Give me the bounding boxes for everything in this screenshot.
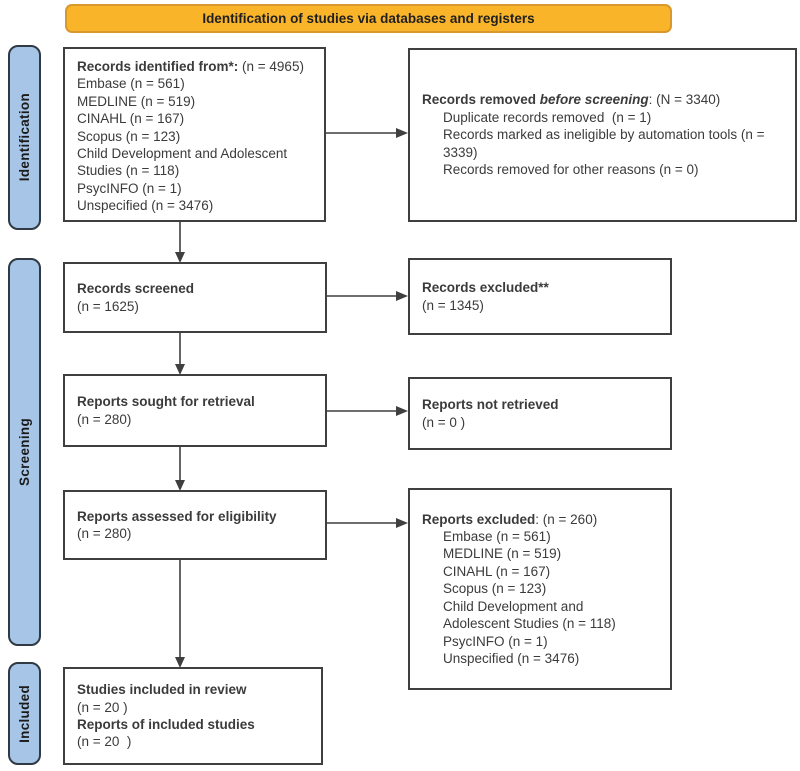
records-screened-n: (n = 1625) — [77, 298, 139, 314]
records-removed-items: Duplicate records removed (n = 1) Records… — [422, 109, 787, 179]
stage-identification: Identification — [8, 45, 41, 230]
records-removed-title-n: : (N = 3340) — [648, 92, 721, 108]
records-identified-title-n: (n = 4965) — [238, 59, 304, 74]
arrow-identified-to-screened — [175, 222, 185, 263]
reports-excluded-title-n: : (n = 260) — [535, 511, 598, 527]
records-removed-title-italic: before screening — [539, 92, 649, 108]
reports-excluded-box: Reports excluded: (n = 260) Embase (n = … — [408, 488, 672, 690]
reports-sought-box: Reports sought for retrieval (n = 280) — [63, 374, 327, 447]
records-removed-title: Records removed before screening: (N = 3… — [422, 91, 787, 108]
records-identified-box: Records identified from*: (n = 4965) Emb… — [63, 47, 326, 222]
list-line: Scopus (n = 123) — [443, 581, 547, 597]
list-line: CINAHL (n = 167) — [443, 563, 551, 579]
reports-included-title: Reports of included studies — [77, 717, 255, 732]
studies-included-title: Studies included in review — [77, 682, 247, 698]
studies-included-box: Studies included in review (n = 20 ) Rep… — [63, 667, 323, 765]
list-line: Records removed for other reasons (n = 0… — [443, 162, 699, 178]
arrow-assessed-to-reports-excluded — [327, 518, 408, 528]
reports-assessed-box: Reports assessed for eligibility (n = 28… — [63, 490, 327, 560]
list-line: Child Development and Adolescent Studies… — [77, 146, 288, 179]
records-identified-title: Records identified from*: (n = 4965) — [77, 58, 316, 75]
list-line: MEDLINE (n = 519) — [77, 93, 196, 109]
list-line: PsycINFO (n = 1) — [77, 180, 182, 196]
arrow-identified-to-removed — [326, 128, 408, 138]
list-line: Embase (n = 561) — [77, 76, 185, 92]
reports-excluded-title-bold: Reports excluded — [422, 511, 536, 527]
records-screened-title: Records screened — [77, 281, 195, 297]
reports-not-retrieved-n: (n = 0 ) — [422, 414, 466, 430]
reports-sought-title: Reports sought for retrieval — [77, 394, 255, 410]
list-line: Unspecified (n = 3476) — [443, 650, 580, 666]
list-line: Scopus (n = 123) — [77, 128, 181, 144]
reports-excluded-title: Reports excluded: (n = 260) — [422, 511, 662, 528]
records-removed-box: Records removed before screening: (N = 3… — [408, 48, 797, 222]
list-line: PsycINFO (n = 1) — [443, 633, 548, 649]
list-line: Child Development and Adolescent Studies… — [443, 598, 616, 632]
arrow-screened-to-records-excluded — [327, 291, 408, 301]
records-excluded-box: Records excluded** (n = 1345) — [408, 258, 672, 335]
records-identified-title-bold: Records identified from*: — [77, 59, 239, 74]
banner-label: Identification of studies via databases … — [202, 11, 535, 26]
stage-screening: Screening — [8, 258, 41, 646]
list-line: Duplicate records removed (n = 1) — [443, 109, 652, 125]
arrow-sought-to-not-retrieved — [327, 406, 408, 416]
reports-included-n: (n = 20 ) — [77, 734, 132, 750]
arrow-sought-to-assessed — [175, 447, 185, 491]
reports-sought-n: (n = 280) — [77, 411, 132, 427]
stage-included: Included — [8, 662, 41, 765]
records-removed-title-bold: Records removed — [422, 92, 540, 108]
reports-assessed-title: Reports assessed for eligibility — [77, 508, 277, 524]
records-identified-sources: Embase (n = 561)MEDLINE (n = 519) CINAHL … — [77, 75, 316, 214]
list-line: Unspecified (n = 3476) — [77, 198, 214, 214]
list-line: CINAHL (n = 167) — [77, 111, 185, 127]
arrow-screened-to-sought — [175, 333, 185, 375]
list-line: Records marked as ineligible by automati… — [443, 127, 769, 160]
reports-excluded-items: Embase (n = 561)MEDLINE (n = 519)CINAHL … — [422, 528, 662, 667]
reports-not-retrieved-title: Reports not retrieved — [422, 397, 559, 413]
banner: Identification of studies via databases … — [65, 4, 672, 33]
arrow-assessed-to-included — [175, 560, 185, 668]
reports-assessed-n: (n = 280) — [77, 526, 132, 541]
reports-not-retrieved-box: Reports not retrieved (n = 0 ) — [408, 377, 672, 450]
list-line: Embase (n = 561) — [443, 529, 551, 545]
records-excluded-title: Records excluded** — [422, 280, 549, 296]
list-line: MEDLINE (n = 519) — [443, 546, 562, 562]
studies-included-n: (n = 20 ) — [77, 699, 128, 715]
records-screened-box: Records screened (n = 1625) — [63, 262, 327, 333]
records-excluded-n: (n = 1345) — [422, 297, 484, 313]
